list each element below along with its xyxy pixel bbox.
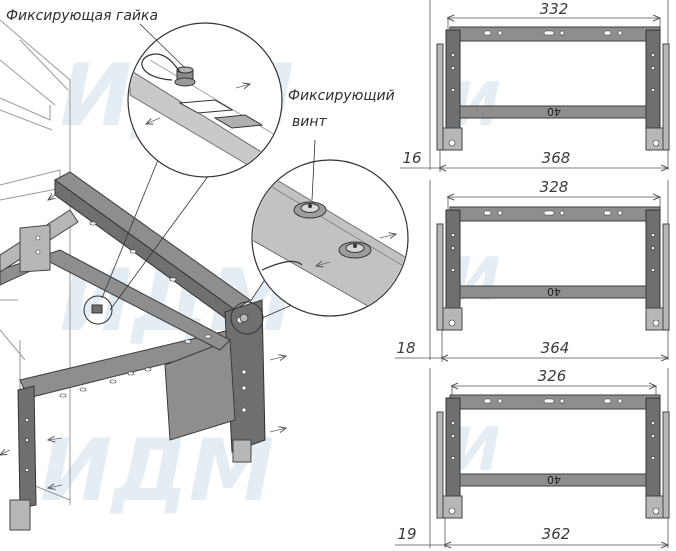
screw-leader bbox=[311, 139, 316, 201]
frame-view-3 bbox=[395, 368, 670, 548]
frame1-rod-mark: 40 bbox=[547, 105, 561, 118]
frame3-rod-mark: 40 bbox=[547, 473, 561, 486]
leader-line bbox=[109, 159, 221, 311]
frame1-bottom-width: 368 bbox=[542, 149, 571, 167]
frame-view-1 bbox=[400, 0, 670, 172]
frame2-offset: 18 bbox=[396, 339, 415, 357]
nut-label: Фиксирующая гайка bbox=[6, 8, 158, 24]
leader-line bbox=[101, 154, 161, 299]
screw-label-line2: винт bbox=[292, 114, 328, 130]
nut-leader bbox=[139, 23, 186, 69]
frame1-top-width: 332 bbox=[540, 0, 569, 18]
screw-detail-circle bbox=[251, 159, 409, 317]
frame1-offset: 16 bbox=[402, 149, 421, 167]
frame2-top-width: 328 bbox=[540, 178, 569, 196]
frame2-bottom-width: 364 bbox=[541, 339, 570, 357]
frame3-top-width: 326 bbox=[538, 367, 567, 385]
frame-view-2 bbox=[395, 180, 670, 362]
frame3-offset: 19 bbox=[397, 525, 416, 543]
cabinet-drawing bbox=[0, 19, 286, 531]
frame3-bottom-width: 362 bbox=[542, 525, 571, 543]
frame2-rod-mark: 40 bbox=[547, 285, 561, 298]
screw-label-line1: Фиксирующий bbox=[288, 88, 395, 104]
